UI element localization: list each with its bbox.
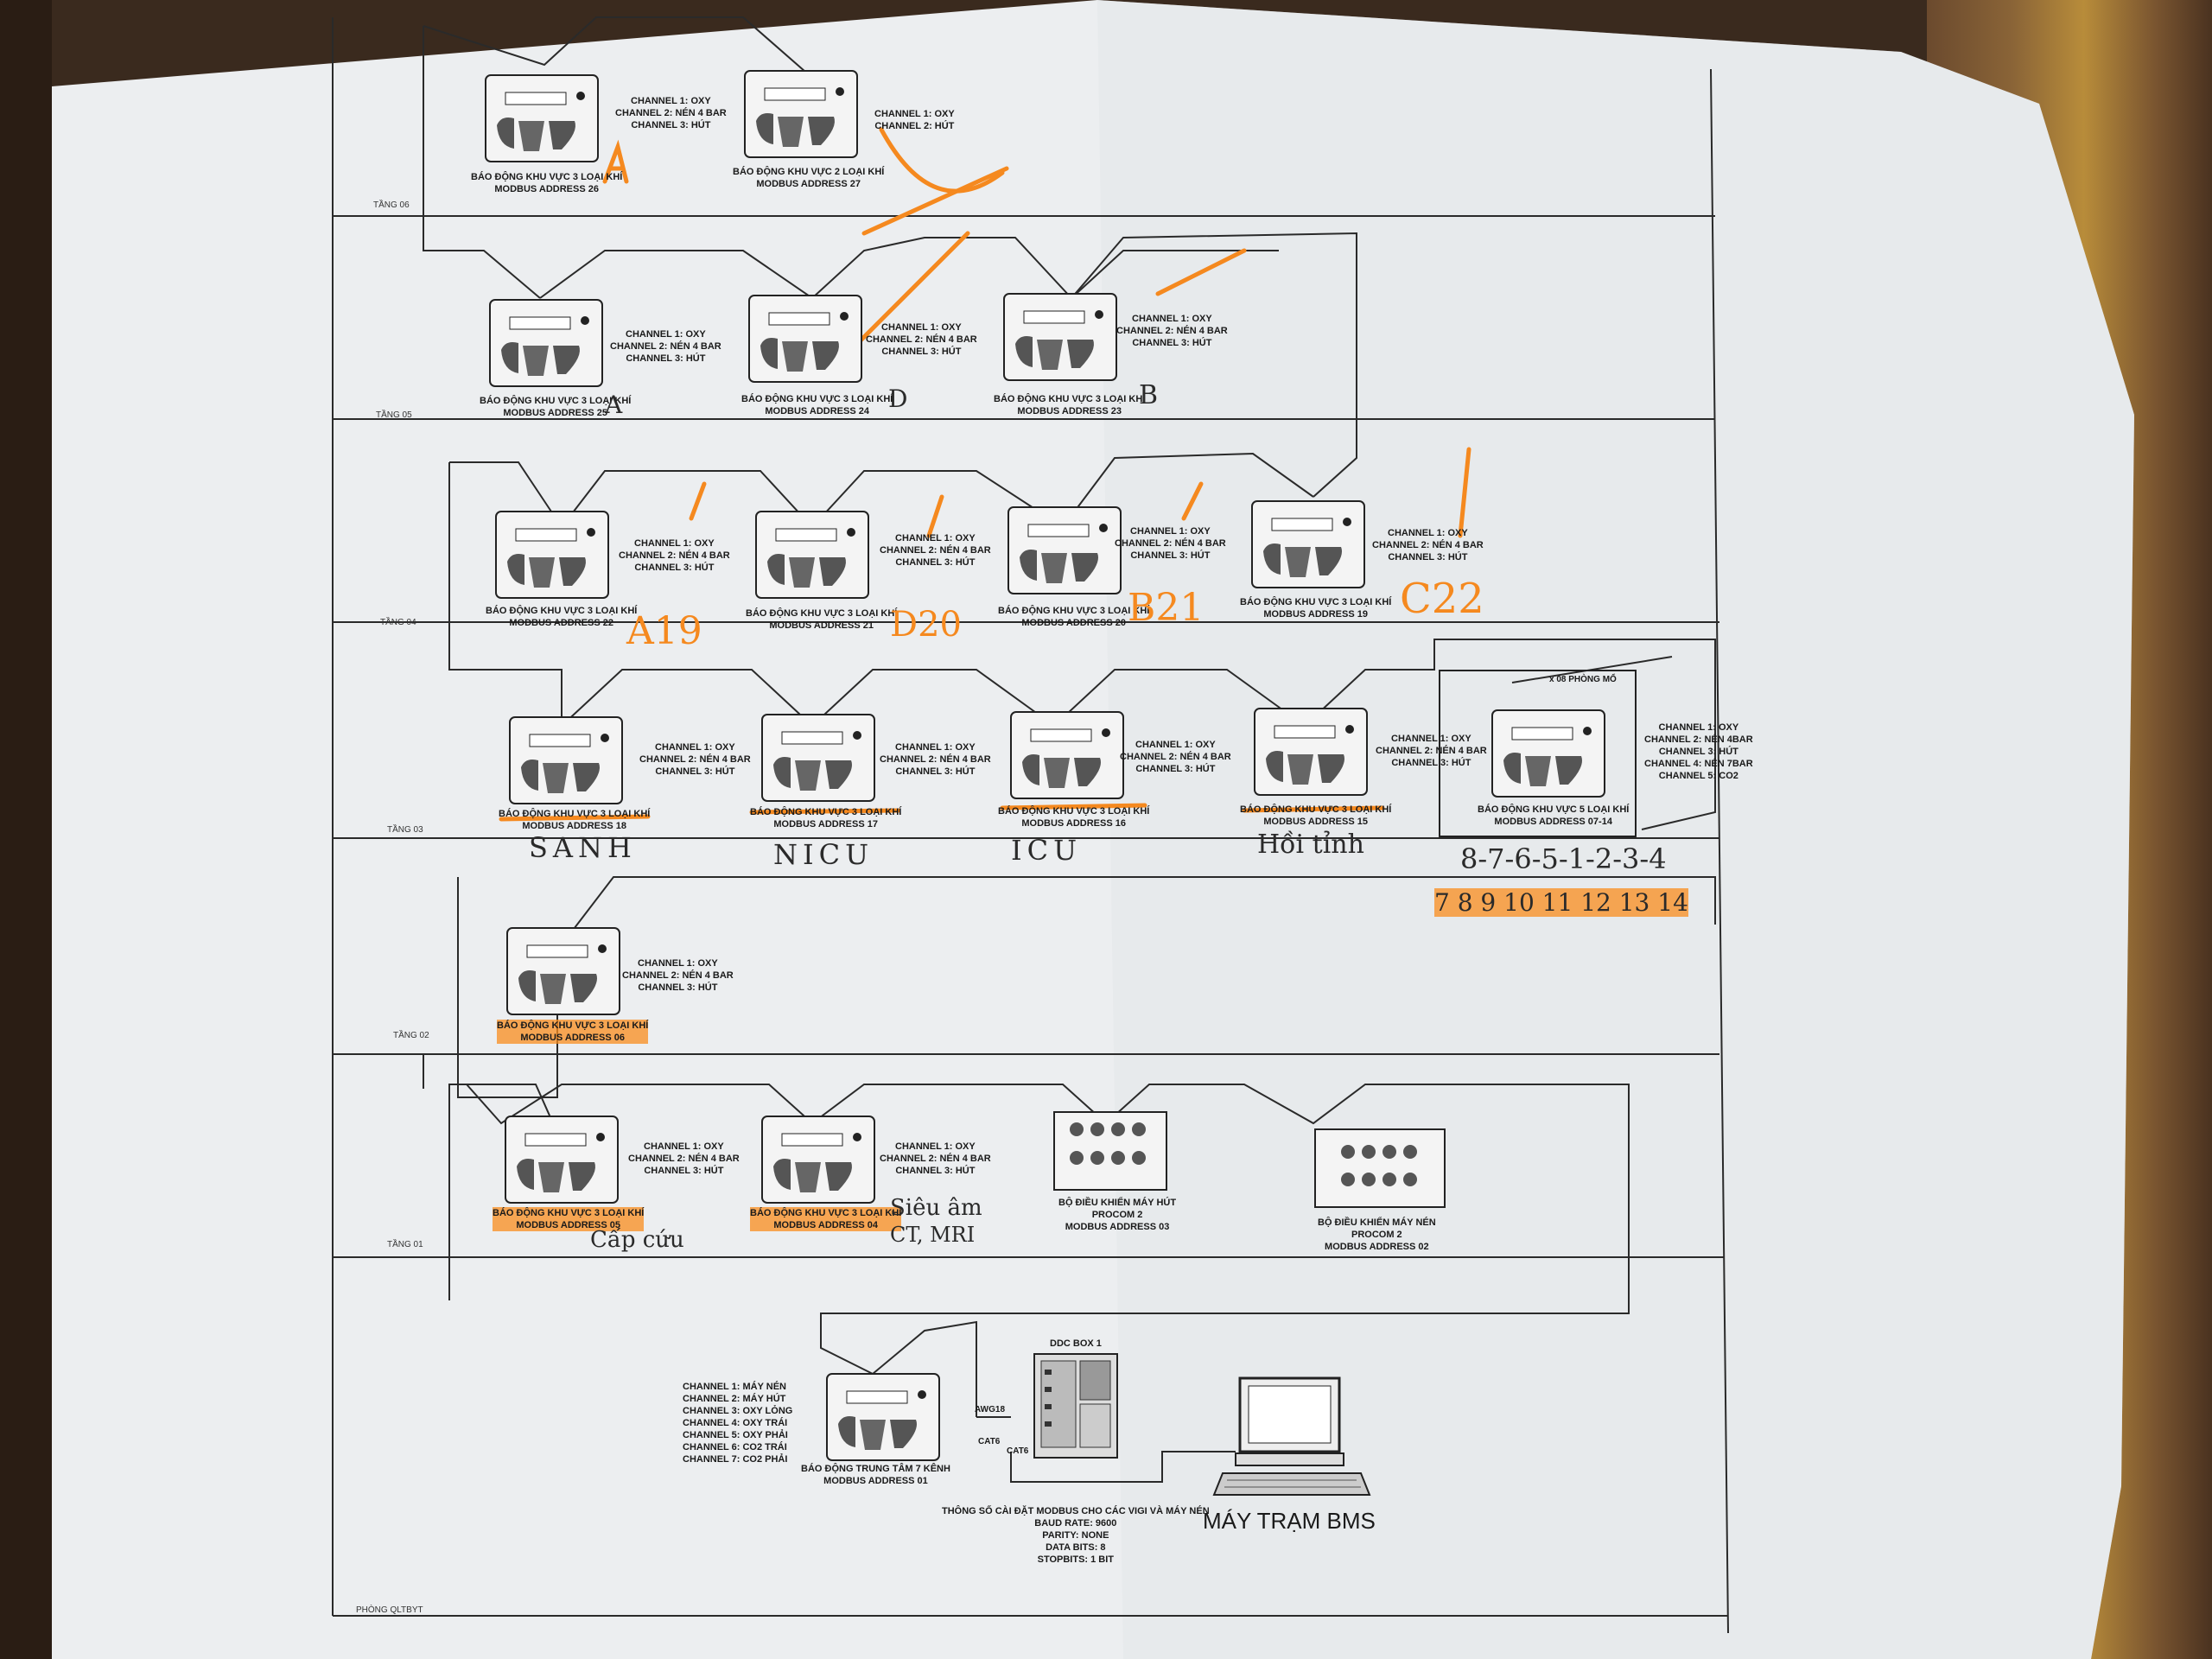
handwriting-ct-mri: CT, MRI: [890, 1223, 976, 1247]
alarm-panel-a20: [1007, 505, 1123, 601]
handwriting-hoi-tinh: Hồi tỉnh: [1257, 830, 1364, 860]
floor-label-06: TẦNG 06: [373, 200, 410, 210]
handwriting-nicu: NICU: [773, 838, 874, 871]
cat6-label-2: CAT6: [1007, 1446, 1029, 1456]
handwriting-sieu-am: Siêu âm: [890, 1195, 982, 1221]
alarm-panel-a16: [1009, 710, 1126, 805]
floor-label-01: TẦNG 01: [387, 1240, 423, 1249]
ddc-box-label: DDC BOX 1: [1050, 1338, 1102, 1349]
modbus-settings: THÔNG SỐ CÀI ĐẶT MODBUS CHO CÁC VIGI VÀ …: [942, 1506, 1210, 1565]
floor-label-05: TẦNG 05: [376, 410, 412, 420]
central-alarm-panel: [825, 1372, 942, 1467]
alarm-panel-a18: [508, 715, 625, 810]
handwriting-sanh: SANH: [529, 831, 637, 864]
handwriting-sequence-2: 7 8 9 10 11 12 13 14: [1434, 888, 1688, 917]
alarm-panel-a24: [747, 294, 864, 389]
handwriting-c22: C22: [1400, 575, 1484, 623]
handwriting-cap-cuu: Cấp cứu: [590, 1227, 684, 1253]
bms-label: MÁY TRẠM BMS: [1203, 1508, 1376, 1534]
alarm-panel-a26: [484, 73, 601, 168]
alarm-panel-a15: [1253, 707, 1370, 802]
alarm-panel-a25: [488, 298, 605, 393]
handwriting-a: A: [605, 391, 623, 419]
floor-label-03: TẦNG 03: [387, 825, 423, 835]
alarm-panel-a23: [1002, 292, 1119, 387]
handwriting-sequence-1: 8-7-6-5-1-2-3-4: [1460, 842, 1667, 875]
floor-label-02: TẦNG 02: [393, 1031, 429, 1040]
phong-mo-label: x 08 PHÒNG MỔ: [1549, 675, 1617, 684]
procom-compressor-controller: [1313, 1128, 1447, 1214]
awg-label: AWG18: [975, 1405, 1006, 1414]
handwriting-icu: ICU: [1011, 834, 1083, 867]
alarm-panel-a05: [504, 1115, 620, 1210]
ddc-box: [1033, 1352, 1119, 1465]
table-background-left: [0, 0, 52, 1659]
bms-computer-icon: [1205, 1374, 1378, 1508]
handwriting-d: D: [888, 385, 908, 413]
floor-label-04: TẦNG 04: [380, 618, 416, 627]
operating-room-group: [1439, 670, 1637, 837]
alarm-panel-a22: [494, 510, 611, 605]
handwriting-b: B: [1139, 380, 1159, 410]
alarm-panel-a21: [754, 510, 871, 605]
alarm-panel-a0714: [1491, 709, 1607, 804]
alarm-panel-a06: [505, 926, 622, 1021]
alarm-panel-a04: [760, 1115, 877, 1210]
procom-vacuum-controller: [1052, 1110, 1169, 1197]
alarm-panel-a27: [743, 69, 860, 164]
handwriting-a19: A19: [626, 609, 702, 653]
alarm-panel-a19: [1250, 499, 1367, 594]
cat6-label-1: CAT6: [978, 1437, 1001, 1446]
floor-label-phong: PHÒNG QLTBYT: [356, 1605, 423, 1615]
alarm-panel-a17: [760, 713, 877, 808]
handwriting-d20: D20: [890, 605, 962, 645]
handwriting-b21: B21: [1128, 586, 1205, 630]
